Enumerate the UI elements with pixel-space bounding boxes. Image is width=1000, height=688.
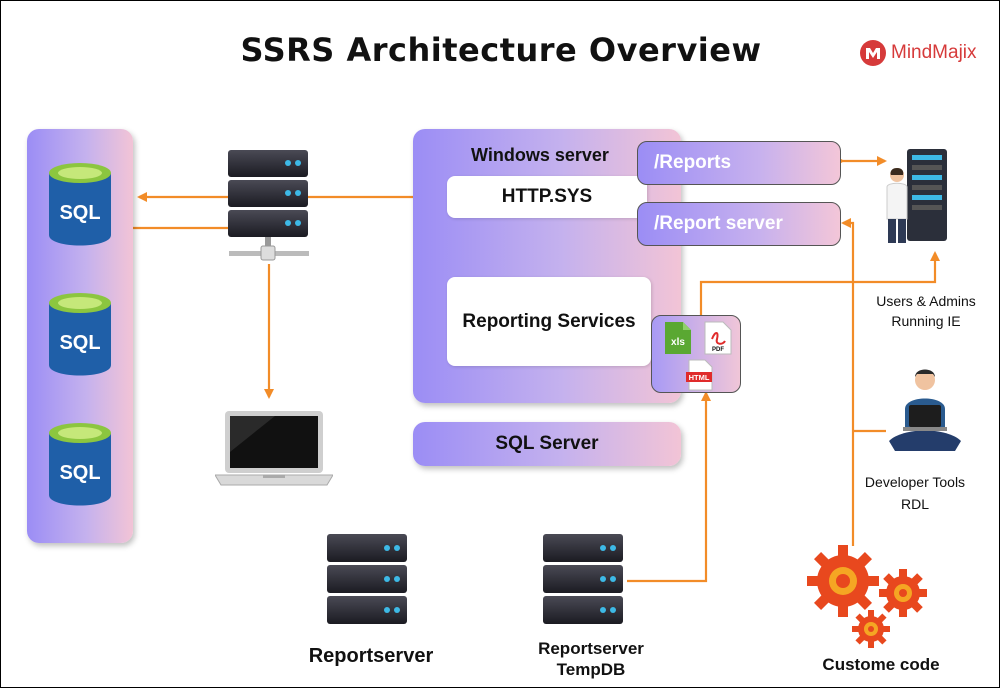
custom-code-label: Custome code — [822, 655, 940, 674]
mindmajix-logo-icon — [860, 40, 886, 66]
reports-endpoint: /Reports — [637, 141, 841, 185]
developer-line2: RDL — [900, 496, 929, 512]
reportserver-tempdb-line1: Reportserver — [538, 639, 644, 658]
sql-server-bar: SQL Server — [413, 422, 681, 466]
arrow-tempdb-to-formats — [627, 391, 711, 583]
users-line2: Running IE — [891, 313, 961, 329]
brand-logo: MindMajix — [859, 39, 977, 67]
reportserver-tempdb-rack-icon — [543, 534, 623, 624]
reportserver-label: Reportserver — [308, 645, 434, 667]
report-server-endpoint: /Report server — [637, 202, 841, 246]
format-pdf-label: PDF — [712, 347, 724, 353]
custom-code-gears-icon — [807, 545, 927, 648]
pdf-file-icon: PDF — [704, 321, 732, 355]
brand-name: MindMajix — [891, 42, 977, 63]
arrow-formats-to-users — [699, 251, 940, 319]
users-admins-label: Users & Admins Running IE — [857, 291, 995, 331]
developer-label: Developer Tools RDL — [847, 471, 983, 515]
developer-line1: Developer Tools — [864, 474, 966, 490]
laptop-icon — [215, 411, 333, 486]
sql-database-icon: SQL — [49, 423, 111, 506]
page-title: SSRS Architecture Overview — [240, 31, 762, 69]
html-file-icon: HTML — [686, 359, 713, 391]
windows-server-title: Windows server — [471, 145, 609, 165]
sql-database-label: SQL — [59, 202, 100, 224]
format-xls-label: xls — [671, 337, 685, 348]
reportserver-rack-icon — [327, 534, 407, 624]
xls-file-icon: xls — [665, 322, 691, 354]
sql-database-icon: SQL — [49, 293, 111, 376]
reportserver-tempdb-label: Reportserver TempDB — [511, 638, 671, 680]
web-server-rack-icon — [228, 150, 309, 261]
format-html-label: HTML — [689, 373, 710, 382]
users-line1: Users & Admins — [876, 293, 976, 309]
reportserver-tempdb-line2: TempDB — [556, 660, 626, 679]
reporting-services-box: Reporting Services — [447, 277, 651, 366]
sql-database-icon: SQL — [49, 163, 111, 246]
arrow-dev-to-reportserver — [841, 218, 855, 546]
developer-icon — [889, 369, 961, 451]
admin-user-server-icon — [886, 149, 947, 243]
http-sys-box: HTTP.SYS — [447, 176, 647, 218]
sql-database-label: SQL — [59, 462, 100, 484]
sql-database-label: SQL — [59, 332, 100, 354]
